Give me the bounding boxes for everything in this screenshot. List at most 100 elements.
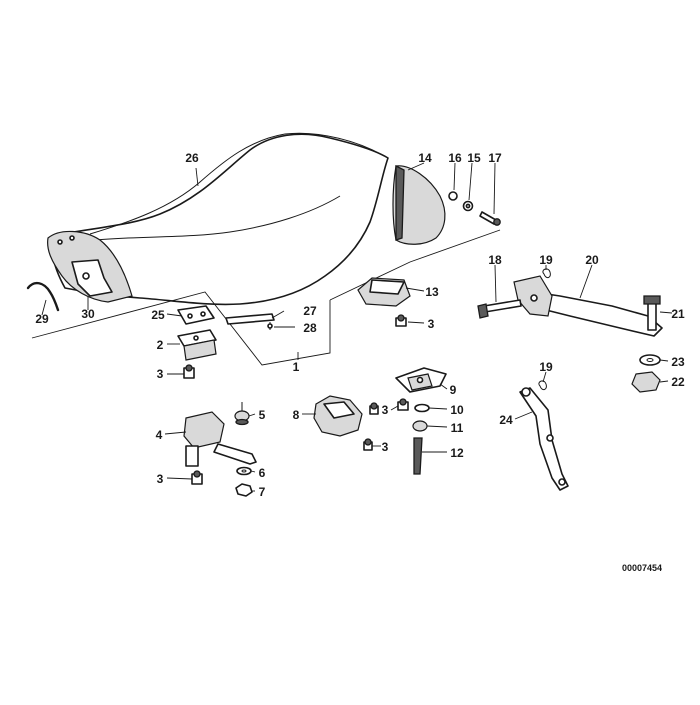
seat-lock-strip [225,313,275,325]
washer-23 [639,354,661,366]
callout-11: 11 [451,421,464,435]
seat-strap [26,281,60,312]
callout-19: 19 [539,360,553,374]
mount-stack-9-12 [395,367,447,475]
hinge-rivet [57,239,63,245]
bumper-5-base [235,418,249,426]
callout-3: 3 [382,403,389,417]
hinge-bolt-hole [82,272,90,280]
bolt-21 [647,301,657,331]
nut-7 [235,483,253,497]
diagram-reference-number: 00007454 [622,563,662,573]
washer-6 [236,466,252,476]
leader-lines [41,162,673,492]
callout-3: 3 [157,472,164,486]
lever-24-hole [558,478,566,486]
lever-24-hole [546,434,554,442]
clip-19 [542,268,551,279]
callout-23: 23 [671,355,685,369]
callout-28: 28 [303,321,317,335]
callout-13: 13 [425,285,439,299]
callout-9: 9 [450,383,457,397]
callout-21: 21 [671,307,685,321]
screw-3-head [193,470,201,478]
callout-6: 6 [259,466,266,480]
screw-3-head [397,314,405,322]
callout-2: 2 [157,338,164,352]
washer-10 [414,403,430,413]
seat-mount-bracket [177,305,215,325]
screw-3-head [370,402,378,410]
cover-washer-16 [448,191,458,201]
lever-24-eye [521,387,531,397]
callout-3: 3 [428,317,435,331]
screw-3-head [185,364,193,372]
mount-8 [313,395,379,451]
callout-25: 25 [151,308,165,322]
callout-29: 29 [35,312,49,326]
callout-10: 10 [450,403,464,417]
bolt-18 [483,299,522,313]
bearing-2-body [183,339,217,361]
rubber-bearing-2 [177,329,217,379]
bracket-hole [200,311,206,317]
mount-4-foot [185,445,199,467]
callout-17: 17 [488,151,502,165]
bracket-hole [187,313,193,319]
callout-26: 26 [185,151,199,165]
clip-19-lever [538,380,547,391]
seat-seam [89,132,385,235]
side-cover-edge [395,164,405,241]
callout-22: 22 [671,375,685,389]
callout-1: 1 [293,360,300,374]
callout-27: 27 [303,304,317,318]
mount-4-body [183,411,225,449]
seat-base-outline [31,291,331,366]
support-bracket-20 [477,268,663,393]
callout-24: 24 [499,413,513,427]
hinge-rivet [69,235,75,241]
cover-screw-17-head [493,218,501,226]
callout-12: 12 [450,446,464,460]
side-cover [392,165,446,245]
mount-8-cap [323,401,355,419]
callout-18: 18 [488,253,502,267]
lever-24 [519,380,569,491]
bolt-12 [413,437,423,475]
callout-20: 20 [585,253,599,267]
lever-24-body [519,387,569,491]
bracket-20-arm [519,289,663,337]
seat-base-outline-2 [329,229,501,301]
callout-30: 30 [81,307,95,321]
engine-mount-4 [183,402,257,497]
callout-16: 16 [448,151,462,165]
screw-3-head [364,438,372,446]
callout-8: 8 [293,408,300,422]
callout-15: 15 [467,151,481,165]
rubber-mount-13 [357,277,411,327]
bracket-20-hole [530,294,538,302]
seat-hinge-bracket [71,259,113,297]
cover-washer-15-hole [465,203,471,209]
bolt-18-head [477,303,489,319]
callout-4: 4 [156,428,163,442]
callout-3: 3 [157,367,164,381]
lock-screw-head [267,323,273,329]
callout-7: 7 [259,485,266,499]
mount-13-plate [369,279,405,295]
bolt-21-head [643,295,661,305]
washer-23-hole [646,358,654,362]
side-cover-assembly [392,164,501,245]
callout-19: 19 [539,253,553,267]
bush-11 [412,420,428,432]
callout-5: 5 [259,408,266,422]
callout-14: 14 [418,151,432,165]
bearing-2-hole [193,335,199,341]
callout-labels: 1 2 3 3 3 3 3 4 5 6 7 8 9 10 11 12 13 14… [35,151,685,499]
nut-22 [631,371,661,393]
plate-9-hole [416,376,424,384]
seat-assembly [26,132,501,366]
washer-6-hole [241,469,247,473]
